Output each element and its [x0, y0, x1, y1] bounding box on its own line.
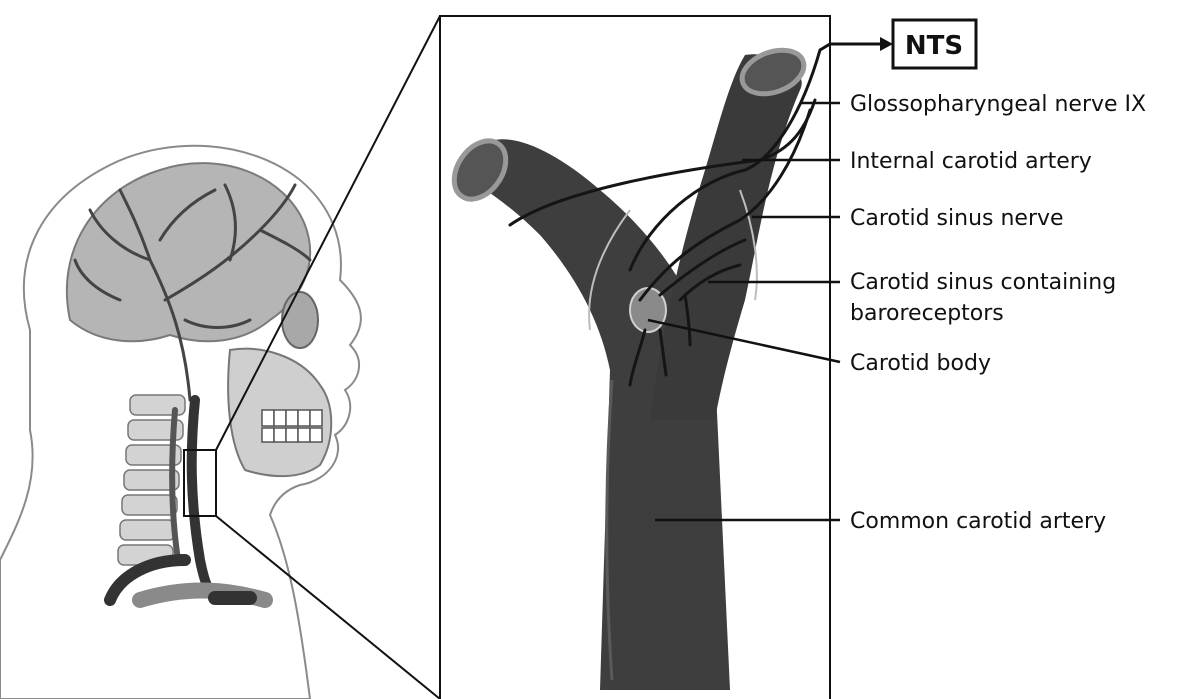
label-sinus-line1: Carotid sinus containing	[850, 270, 1116, 295]
teeth	[262, 410, 322, 442]
label-sinus-line2: baroreceptors	[850, 301, 1004, 326]
label-common-carotid: Common carotid artery	[850, 509, 1106, 534]
nts-label: NTS	[905, 31, 963, 61]
eye-socket	[282, 292, 318, 348]
head-illustration	[0, 146, 361, 699]
nts-arrowhead	[880, 37, 893, 51]
label-internal-carotid: Internal carotid artery	[850, 149, 1092, 174]
label-glossopharyngeal: Glossopharyngeal nerve IX	[850, 92, 1146, 117]
label-carotid-body: Carotid body	[850, 351, 991, 376]
label-sinus-nerve: Carotid sinus nerve	[850, 206, 1064, 231]
